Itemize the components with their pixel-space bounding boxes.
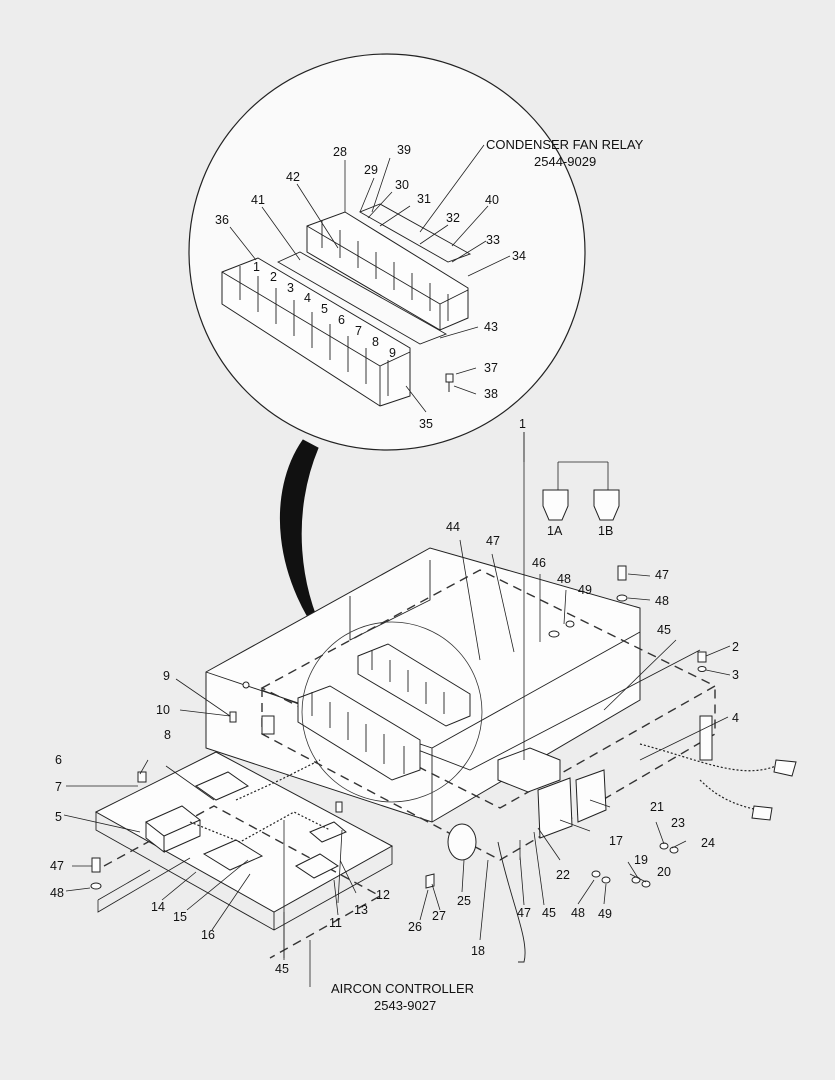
condenser-fan-relay-code: 2544-9029 [534,154,596,169]
callout-24: 24 [701,836,715,850]
relay-marker: 5 [321,302,328,316]
relay-marker: 3 [287,281,294,295]
callout-4: 4 [732,711,739,725]
callout-16: 16 [201,928,215,942]
callout-27: 27 [432,909,446,923]
right-connector-a [773,759,797,777]
callout-28: 28 [333,145,347,159]
callout-44: 44 [446,520,460,534]
callout-48-upper: 48 [557,572,571,586]
callout-46: 46 [532,556,546,570]
callout-12: 12 [376,888,390,902]
relay-marker: 6 [338,313,345,327]
callout-43: 43 [484,320,498,334]
callout-8: 8 [164,728,171,742]
callout-2: 2 [732,640,739,654]
callout-13: 13 [354,903,368,917]
fasteners [90,565,707,890]
callout-48-lower: 48 [571,906,585,920]
callout-49-upper: 49 [578,583,592,597]
callout-32: 32 [446,211,460,225]
callout-45-bottom: 45 [275,962,289,976]
aircon-controller-code: 2543-9027 [374,998,436,1013]
relay-marker: 4 [304,291,311,305]
callout-47-left: 47 [50,859,64,873]
callout-48-left: 48 [50,886,64,900]
relay-number-markers: 1 2 3 4 5 6 7 8 9 [253,260,396,360]
callout-6: 6 [55,753,62,767]
callout-38: 38 [484,387,498,401]
callout-45-right: 45 [657,623,671,637]
lower-relay-row: 1 2 3 4 5 6 7 8 9 [221,251,448,407]
callout-37: 37 [484,361,498,375]
callout-19: 19 [634,853,648,867]
detail-screw [445,373,454,392]
relay-marker: 1 [253,260,260,274]
condenser-fan-relay-title: CONDENSER FAN RELAY [486,137,644,152]
callout-34: 34 [512,249,526,263]
callout-7: 7 [55,780,62,794]
callout-29: 29 [364,163,378,177]
relay-marker: 2 [270,270,277,284]
leader-lines [63,144,731,987]
callout-23: 23 [671,816,685,830]
callout-47-lower: 47 [517,906,531,920]
callout-35: 35 [419,417,433,431]
right-harness [639,743,777,811]
callout-5: 5 [55,810,62,824]
callout-11: 11 [329,916,342,930]
callout-10: 10 [156,703,170,717]
callout-30: 30 [395,178,409,192]
callout-42: 42 [286,170,300,184]
callout-1: 1 [519,417,526,431]
controller-plate [94,751,394,959]
relay-marker: 7 [355,324,362,338]
callout-18: 18 [471,944,485,958]
callout-15: 15 [173,910,187,924]
right-connector-b [751,805,773,821]
callout-41: 41 [251,193,265,207]
callout-45-lower: 45 [542,906,556,920]
callout-36: 36 [215,213,229,227]
right-modules [447,747,607,963]
callout-21: 21 [650,800,664,814]
callout-9: 9 [163,669,170,683]
callout-26: 26 [408,920,422,934]
relay-marker: 8 [372,335,379,349]
callout-14: 14 [151,900,165,914]
callout-25: 25 [457,894,471,908]
callout-48-right: 48 [655,594,669,608]
callout-33: 33 [486,233,500,247]
callout-31: 31 [417,192,431,206]
callout-1A: 1A [547,524,563,538]
callout-47-right: 47 [655,568,669,582]
callout-3: 3 [732,668,739,682]
callout-1B: 1B [598,524,613,538]
box-detail-marker [301,621,483,803]
callout-20: 20 [657,865,671,879]
callout-47-upper: 47 [486,534,500,548]
callout-22: 22 [556,868,570,882]
relay-marker: 9 [389,346,396,360]
callout-17: 17 [609,834,623,848]
box-relay-cluster [297,621,483,803]
callout-39: 39 [397,143,411,157]
callout-49-lower: 49 [598,907,612,921]
callout-40: 40 [485,193,499,207]
aircon-controller-title: AIRCON CONTROLLER [331,981,474,996]
fuse-branch [523,432,620,521]
